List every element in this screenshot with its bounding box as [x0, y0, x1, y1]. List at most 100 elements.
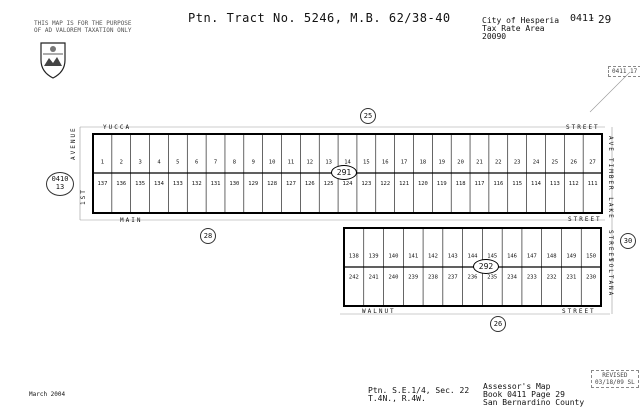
lot-number[interactable]: 21 [476, 159, 483, 165]
lot-number[interactable]: 2 [120, 159, 123, 165]
street-yucca: YUCCA [103, 124, 132, 131]
lot-number[interactable]: 138 [349, 253, 359, 259]
lot-number[interactable]: 143 [448, 253, 458, 259]
lot-number[interactable]: 124 [343, 181, 354, 187]
lot-number[interactable]: 10 [269, 159, 276, 165]
lot-number[interactable]: 114 [531, 181, 542, 187]
page-ref-28[interactable]: 28 [200, 228, 216, 244]
lot-number[interactable]: 238 [428, 275, 438, 281]
lot-number[interactable]: 231 [566, 275, 576, 281]
lot-number[interactable]: 236 [468, 275, 478, 281]
lot-number[interactable]: 4 [157, 159, 161, 165]
lot-number[interactable]: 128 [267, 181, 277, 187]
lot-number[interactable]: 125 [324, 181, 334, 187]
lot-number[interactable]: 136 [116, 181, 126, 187]
lot-number[interactable]: 133 [173, 181, 183, 187]
lot-number[interactable]: 241 [369, 275, 379, 281]
lot-number[interactable]: 19 [438, 159, 445, 165]
lot-number[interactable]: 139 [369, 253, 379, 259]
lot-number[interactable]: 5 [176, 159, 179, 165]
block-292[interactable]: 292 [473, 259, 499, 274]
tax-rate-value: 20090 [482, 32, 507, 41]
lot-number[interactable]: 112 [569, 181, 579, 187]
lot-number[interactable]: 142 [428, 253, 438, 259]
map-date: March 2004 [29, 391, 66, 398]
lot-number[interactable]: 120 [418, 181, 428, 187]
lot-number[interactable]: 146 [507, 253, 517, 259]
lot-number[interactable]: 127 [286, 181, 296, 187]
lot-number[interactable]: 8 [233, 159, 236, 165]
lot-number[interactable]: 235 [487, 275, 497, 281]
lot-number[interactable]: 130 [229, 181, 239, 187]
lot-number[interactable]: 134 [154, 181, 165, 187]
lot-number[interactable]: 242 [349, 275, 359, 281]
lot-number[interactable]: 14 [344, 159, 351, 165]
lot-number[interactable]: 150 [586, 253, 596, 259]
lot-number[interactable]: 135 [135, 181, 145, 187]
lot-number[interactable]: 12 [306, 159, 313, 165]
lot-number[interactable]: 126 [305, 181, 315, 187]
lot-number[interactable]: 118 [456, 181, 466, 187]
lot-number[interactable]: 119 [437, 181, 447, 187]
lot-number[interactable]: 117 [474, 181, 484, 187]
lot-number[interactable]: 137 [97, 181, 107, 187]
lot-number[interactable]: 148 [547, 253, 557, 259]
lot-number[interactable]: 129 [248, 181, 258, 187]
lot-number[interactable]: 6 [195, 159, 198, 165]
lot-number[interactable]: 145 [487, 253, 497, 259]
lot-number[interactable]: 121 [399, 181, 409, 187]
page-ref-26[interactable]: 26 [490, 316, 506, 332]
lot-number[interactable]: 25 [552, 159, 559, 165]
lot-number[interactable]: 144 [468, 253, 479, 259]
assessor-line-2: Book 0411 Page 29 [483, 390, 565, 399]
corner-reference: 0411 17 [608, 66, 640, 77]
lot-number[interactable]: 230 [586, 275, 596, 281]
lot-number[interactable]: 237 [448, 275, 458, 281]
lot-number[interactable]: 131 [211, 181, 221, 187]
revised-label: REVISED [602, 372, 628, 379]
lot-number[interactable]: 13 [325, 159, 332, 165]
lot-number[interactable]: 149 [566, 253, 576, 259]
lot-number[interactable]: 17 [401, 159, 408, 165]
street-soltana: SOLTANA [607, 258, 614, 298]
lot-number[interactable]: 16 [382, 159, 389, 165]
lot-number[interactable]: 9 [252, 159, 255, 165]
county-seal-icon [38, 40, 68, 80]
lot-number[interactable]: 1 [101, 159, 104, 165]
street-timber-lake: TIMBER LAKE [607, 158, 614, 220]
lot-number[interactable]: 15 [363, 159, 370, 165]
lot-number[interactable]: 22 [495, 159, 502, 165]
lot-number[interactable]: 234 [507, 275, 518, 281]
street-avenue-west: AVENUE [70, 126, 77, 160]
lot-number[interactable]: 27 [589, 159, 596, 165]
lot-number[interactable]: 115 [512, 181, 522, 187]
lot-number[interactable]: 24 [533, 159, 540, 165]
map-title: Ptn. Tract No. 5246, M.B. 62/38-40 [188, 11, 451, 25]
lot-number[interactable]: 123 [361, 181, 371, 187]
lot-number[interactable]: 116 [493, 181, 503, 187]
lot-number[interactable]: 113 [550, 181, 560, 187]
lot-number[interactable]: 147 [527, 253, 537, 259]
lot-number[interactable]: 111 [588, 181, 598, 187]
page-ref-0410[interactable]: 0410 13 [46, 172, 74, 196]
lot-number[interactable]: 26 [570, 159, 577, 165]
block-291[interactable]: 291 [331, 165, 357, 180]
lot-number[interactable]: 141 [408, 253, 418, 259]
page-ref-30[interactable]: 30 [620, 233, 636, 249]
lot-number[interactable]: 18 [420, 159, 427, 165]
street-timber-lake-ave: AVE [607, 136, 614, 153]
page-ref-25[interactable]: 25 [360, 108, 376, 124]
lot-number[interactable]: 20 [457, 159, 464, 165]
lot-number[interactable]: 132 [192, 181, 202, 187]
lot-number[interactable]: 7 [214, 159, 217, 165]
lot-number[interactable]: 239 [408, 275, 418, 281]
lot-number[interactable]: 232 [547, 275, 557, 281]
lot-number[interactable]: 233 [527, 275, 537, 281]
lot-number[interactable]: 3 [138, 159, 141, 165]
lot-number[interactable]: 140 [388, 253, 398, 259]
lot-number[interactable]: 23 [514, 159, 521, 165]
lot-number[interactable]: 11 [288, 159, 295, 165]
lot-number[interactable]: 122 [380, 181, 390, 187]
lot-number[interactable]: 240 [388, 275, 398, 281]
